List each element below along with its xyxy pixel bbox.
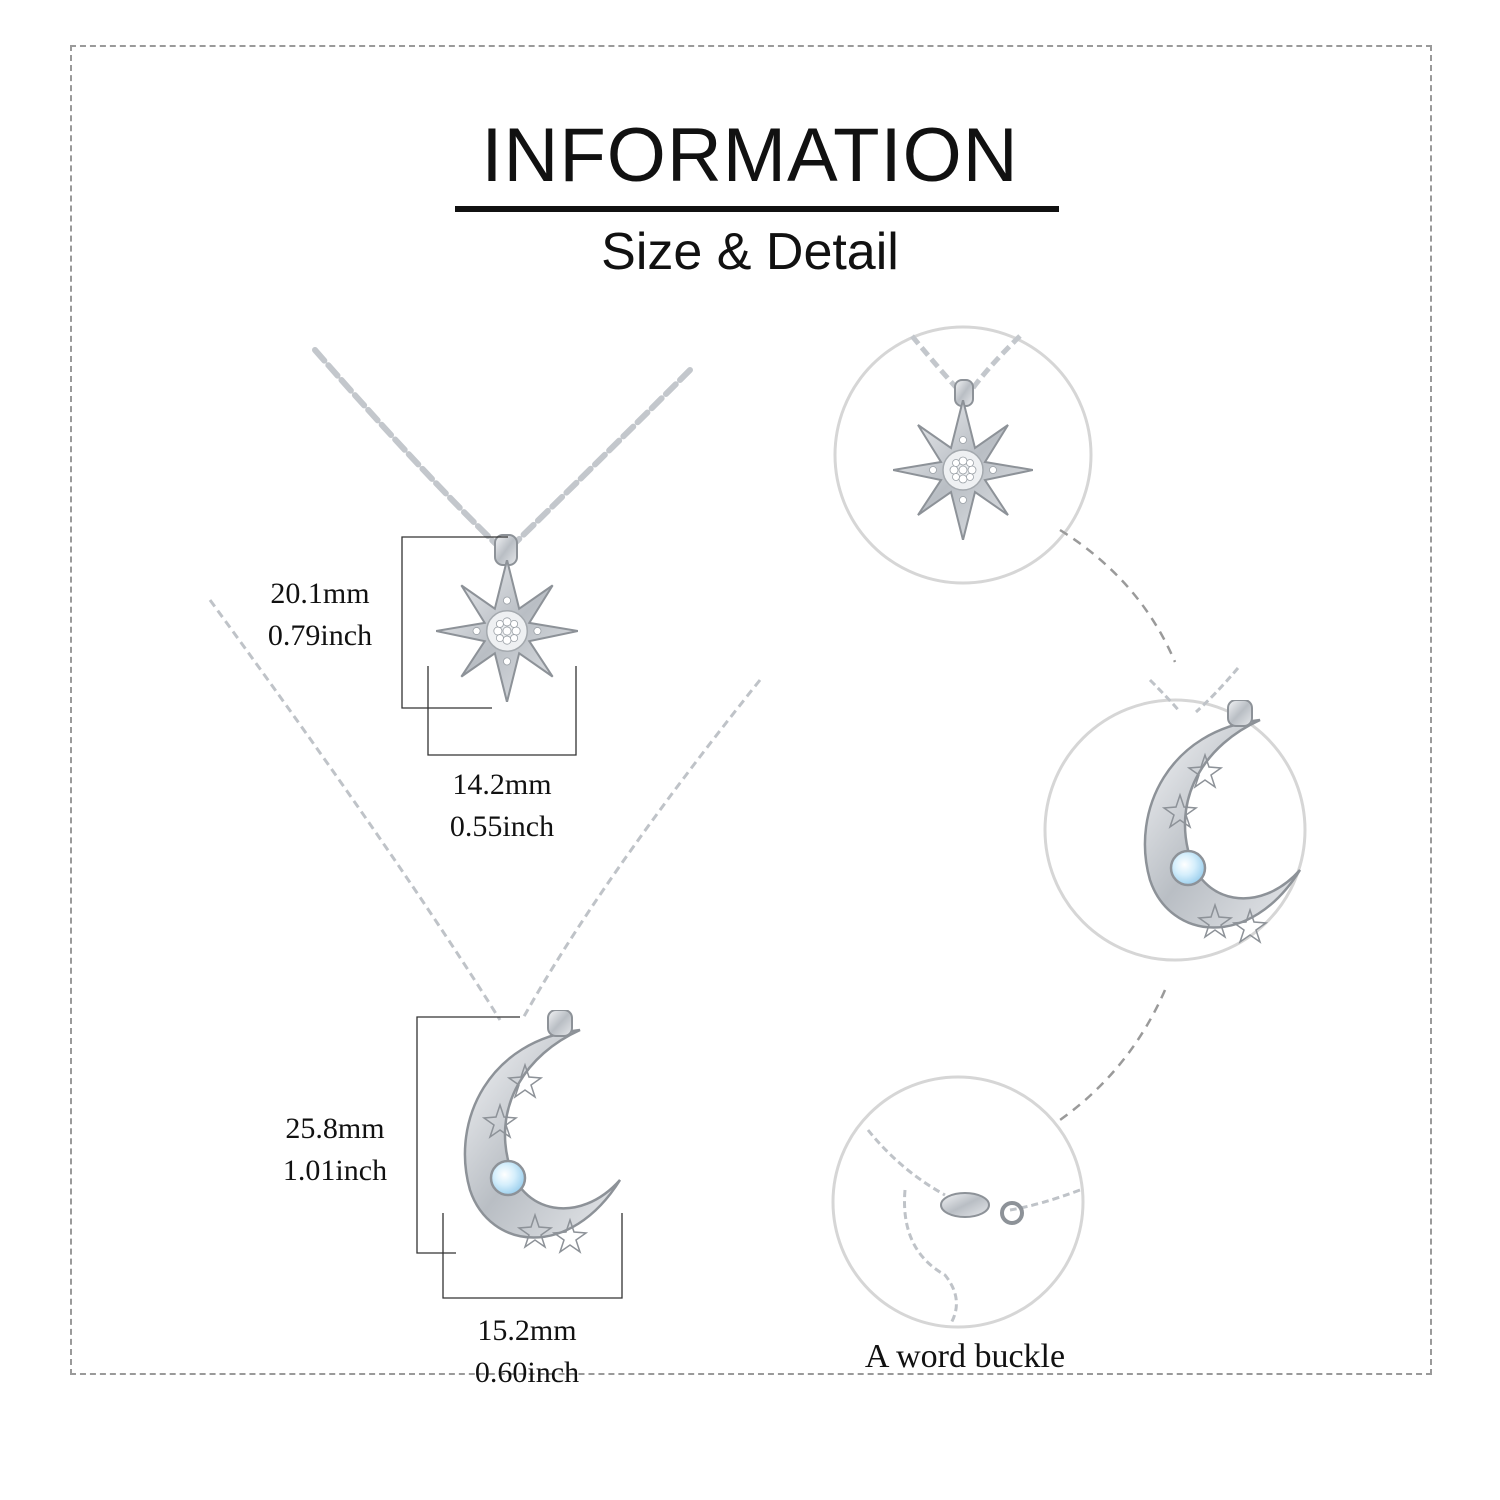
moon-height-mm: 25.8mm — [285, 1112, 385, 1145]
moon-height-in: 1.01inch — [282, 1154, 388, 1187]
detail-circle-moon — [1043, 667, 1307, 962]
star-height-in: 0.79inch — [267, 619, 373, 652]
star-width-in: 0.55inch — [449, 810, 555, 843]
star-width-label: 14.2mm 0.55inch — [432, 764, 572, 848]
moon-dimension-lines — [416, 1016, 623, 1299]
star-pendant — [436, 560, 578, 702]
moon-width-in: 0.60inch — [474, 1356, 580, 1389]
moon-pendant — [463, 1010, 622, 1254]
page-subtitle: Size & Detail — [601, 223, 899, 281]
moon-width-mm: 15.2mm — [477, 1314, 577, 1347]
detail-circle-clasp — [831, 1075, 1085, 1329]
dashed-frame — [70, 45, 1432, 1375]
page-title: INFORMATION — [481, 113, 1019, 198]
connector-lines — [1059, 528, 1177, 1122]
star-width-mm: 14.2mm — [452, 768, 552, 801]
star-height-label: 20.1mm 0.79inch — [250, 573, 390, 657]
star-height-mm: 20.1mm — [270, 577, 370, 610]
moon-height-label: 25.8mm 1.01inch — [265, 1108, 405, 1192]
detail-circle-star — [833, 325, 1093, 585]
clasp-caption: A word buckle — [864, 1338, 1066, 1375]
title-underline — [455, 206, 1059, 212]
star-chain — [312, 347, 693, 548]
star-dimension-lines — [401, 536, 577, 756]
moon-chain — [208, 599, 762, 1021]
moon-width-label: 15.2mm 0.60inch — [457, 1310, 597, 1394]
